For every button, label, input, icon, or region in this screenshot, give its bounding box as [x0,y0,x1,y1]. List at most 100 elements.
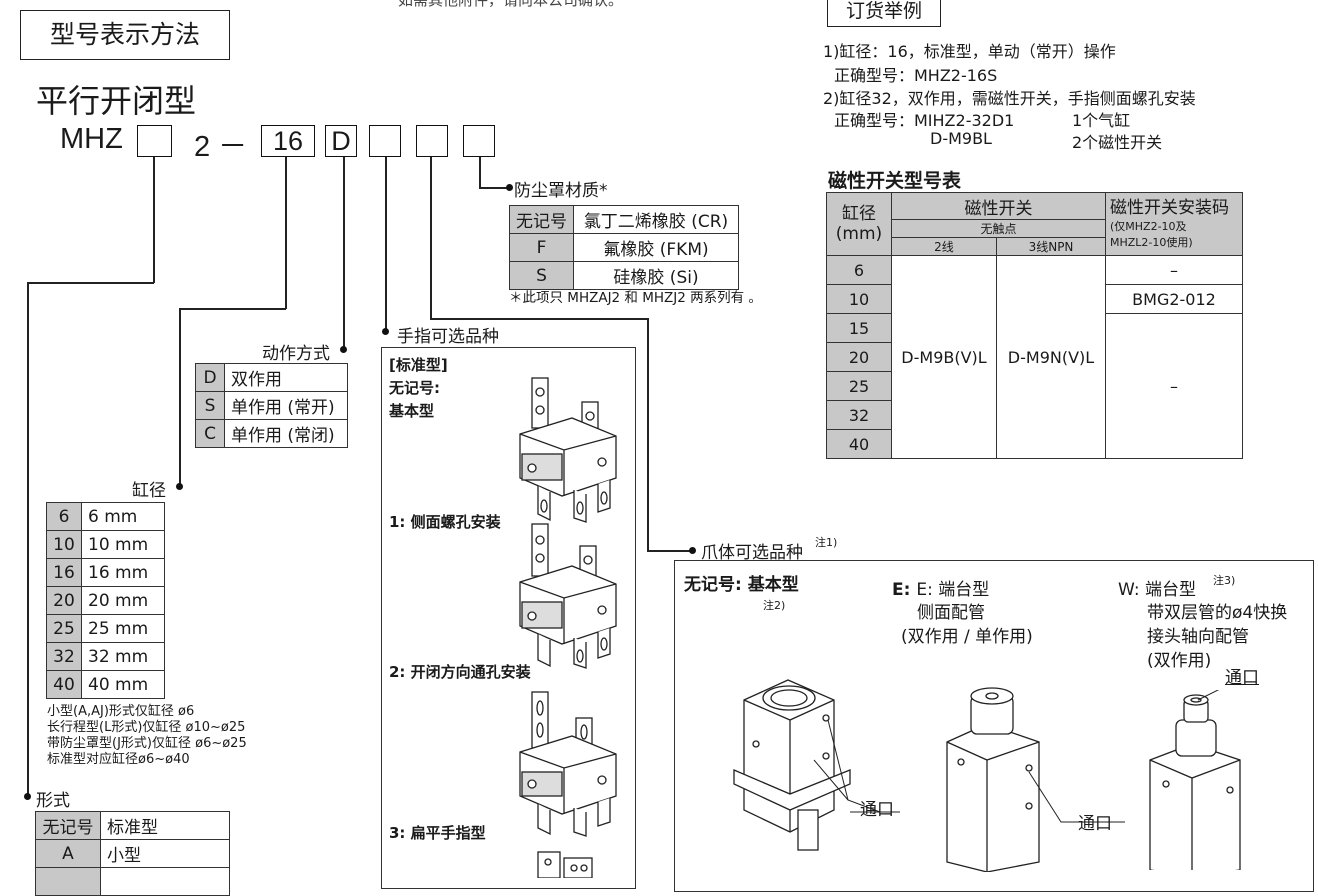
table-cell: 硅橡胶 (Si) [573,261,739,290]
table-cell: 40 [826,429,892,459]
table-cell: 20 [826,342,892,372]
table-header-row: 缸径 (mm) 磁性开关 磁性开关安装码 (仅MHZ2-10及 MHZL2-10… [826,192,1243,256]
table-row: 10 BMG2-012 [826,284,1243,314]
table-cell: 20 mm [81,586,165,615]
gripper-flat-finger-drawing [537,851,593,878]
table-cell: 25 mm [81,614,165,643]
table-cell-sw3: D-M9N(V)L [996,255,1106,459]
form-connector [153,157,155,283]
table-cell: 6 [826,255,892,285]
table-cell: 6 mm [81,502,165,531]
table-cell: 16 [46,558,82,587]
table-cell: BMG2-012 [1105,284,1243,314]
table-cell: 25 [46,614,82,643]
table-cell: 6 [46,502,82,531]
table-row: 无记号标准型 [35,811,230,840]
body-connector-v2 [647,318,649,551]
type-title: 平行开闭型 [36,82,197,120]
table-cell: S [509,261,574,290]
bore-note-4: 标准型对应缸径ø6~ø40 [47,752,190,767]
table-cell: A [35,839,101,868]
table-row [35,867,230,896]
finger-connector [385,157,387,332]
table-cell: 32 [826,400,892,430]
form-dot [24,793,31,800]
finger-slot [369,125,401,157]
body-options-label: 爪体可选品种 [701,543,803,563]
mount-header-text: 磁性开关安装码 [1110,198,1229,218]
table-cell: 双作用 [224,363,348,392]
order-line-2: 正确型号：MHZ2-16S [834,66,998,85]
body-connector [430,157,432,319]
bore-connector-v [179,308,181,486]
table-row: 15 – [826,313,1243,459]
model-prefix: MHZ [60,123,123,155]
order-example-title: 订货举例 [827,0,941,27]
body-basic-drawing [733,679,900,851]
top-note: 如需其他附件，请向本公司确认。 [398,0,624,9]
order-line-5: D-M9BL [930,129,992,148]
form-label: 形式 [36,791,70,811]
table-cell: 32 mm [81,642,165,671]
body-options-label-note: 注1) [815,536,838,549]
table-header-2wire: 2线 [891,237,997,256]
order-line-1: 1)缸径：16，标准型，单动（常开）操作 [823,42,1116,61]
table-header-bore: 缸径 (mm) [826,192,892,256]
body-w-line2: 带双层管的ø4快换 [1147,603,1288,623]
table-cell: C [195,419,225,448]
order-qty-1: 1个气缸 [1072,111,1131,130]
table-cell: D [195,363,225,392]
body-basic-port-label: 通口 [860,800,894,820]
table-cell: 20 [46,586,82,615]
table-cell: 25 [826,371,892,401]
finger-opt2-label: 2: 开闭方向通孔安装 [389,663,531,681]
body-basic-label: 无记号: 基本型 [684,575,799,595]
table-row: 20 [826,342,1243,372]
body-e-drawing [946,687,1125,872]
table-cell: 标准型 [100,811,230,840]
table-cell: 氯丁二烯橡胶 (CR) [573,205,739,234]
table-cell: 40 [46,670,82,699]
action-type-label: 动作方式 [262,344,330,364]
table-row: 40 [826,429,1243,459]
body-e-port-label: 通口 [1078,814,1112,834]
table-header-contactless: 无触点 [891,219,1106,238]
body-dot [689,547,696,554]
table-cell: 无记号 [509,205,574,234]
bore-connector-h [179,308,286,310]
body-slot [416,125,448,157]
table-cell: 15 [826,313,892,343]
action-slot: D [325,125,357,157]
table-row: 6 D-M9B(V)L D-M9N(V)L – [826,255,1243,459]
body-e-title: E: E: 端台型 [892,580,990,600]
table-cell [100,867,230,896]
body-w-drawing [1149,690,1241,870]
mount-header-note-2: MHZL2-10使用) [1110,236,1193,249]
body-w-line3: 接头轴向配管 [1147,627,1249,647]
switch-table-title: 磁性开关型号表 [828,170,962,192]
finger-basic-label: 基本型 [389,402,435,420]
dust-slot [463,125,495,157]
bore-header-text: 缸径 [842,204,876,224]
finger-none-label: 无记号: [389,379,440,397]
table-cell: 氟橡胶 (FKM) [573,233,739,262]
gripper-side-tap-drawing [519,523,617,669]
form-connector-v [27,282,29,797]
order-qty-2: 2个磁性开关 [1072,133,1163,152]
bore-note-1: 小型(A,AJ)形式仅缸径 ø6 [47,704,195,719]
body-w-title: W: 端台型 [1118,580,1196,600]
form-connector-h [27,282,154,284]
table-header-mount: 磁性开关安装码 (仅MHZ2-10及 MHZL2-10使用) [1105,192,1243,256]
table-cell: 10 [46,530,82,559]
form-slot [137,125,172,157]
table-cell: – [1105,313,1243,459]
